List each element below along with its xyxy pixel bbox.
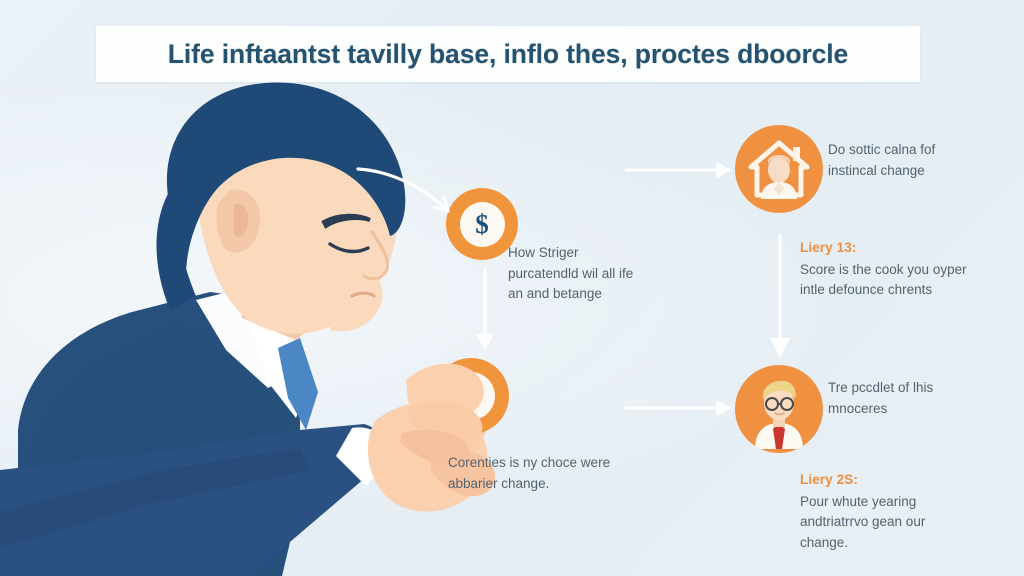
house-icon-glyph [748, 140, 810, 199]
nose [362, 230, 389, 281]
arrow-to-house-icon [624, 162, 732, 178]
eyebrow [321, 213, 371, 229]
note-liery-1-lead: Liery 13: [800, 240, 857, 255]
house-icon-caption: Do sottic calna fof instincal change [828, 140, 978, 181]
note-liery-2: Liery 2S: Pour whute yearing andtriatrrv… [800, 470, 976, 553]
note-liery-2-lead: Liery 2S: [800, 472, 858, 487]
arrow-house-to-person [770, 234, 790, 358]
hair-back [156, 190, 196, 310]
page-title: Life inftaantst tavilly base, inflo thes… [167, 38, 849, 69]
coin-badge-top: $ [446, 188, 518, 260]
dollar-sign-icon: $ [475, 208, 489, 239]
coin-face: $ [459, 201, 505, 247]
coin-top-callout-text: How Striger purcatendld wil all ife an a… [508, 245, 634, 302]
note-liery-1-body: Score is the cook you oyper intle defoun… [800, 261, 967, 298]
house-icon-caption-text: Do sottic calna fof instincal change [828, 142, 936, 178]
person-glasses-tie-icon [735, 365, 823, 453]
coin-bottom-callout-text: Corenties is ny choce were abbarier chan… [448, 455, 611, 491]
person-icon-caption-text: Tre pccdlet of lhis mnoceres [828, 380, 934, 416]
arrow-coin-to-coin [476, 268, 494, 350]
mouth [350, 291, 376, 298]
title-banner: Life inftaantst tavilly base, inflo thes… [96, 26, 920, 82]
person-icon-glyph [755, 380, 803, 449]
coin-bottom-callout: Corenties is ny choce were abbarier chan… [448, 453, 620, 494]
eye-closed [328, 242, 370, 254]
note-liery-2-body: Pour whute yearing andtriatrrvo gean our… [800, 493, 926, 550]
arrow-to-person-icon [624, 400, 732, 416]
ear-inner [234, 203, 249, 237]
coin-top-callout: How Striger purcatendld wil all ife an a… [508, 243, 640, 305]
hand-over-coin [400, 363, 484, 466]
hair [166, 82, 406, 276]
person-icon-caption: Tre pccdlet of lhis mnoceres [828, 378, 978, 419]
note-liery-1: Liery 13: Score is the cook you oyper in… [800, 238, 976, 301]
house-with-person-icon [735, 125, 823, 213]
necktie [278, 338, 318, 430]
sleeve-shade [0, 448, 312, 548]
suit-sleeve [0, 424, 385, 576]
arrow-head-to-coin [356, 167, 450, 213]
